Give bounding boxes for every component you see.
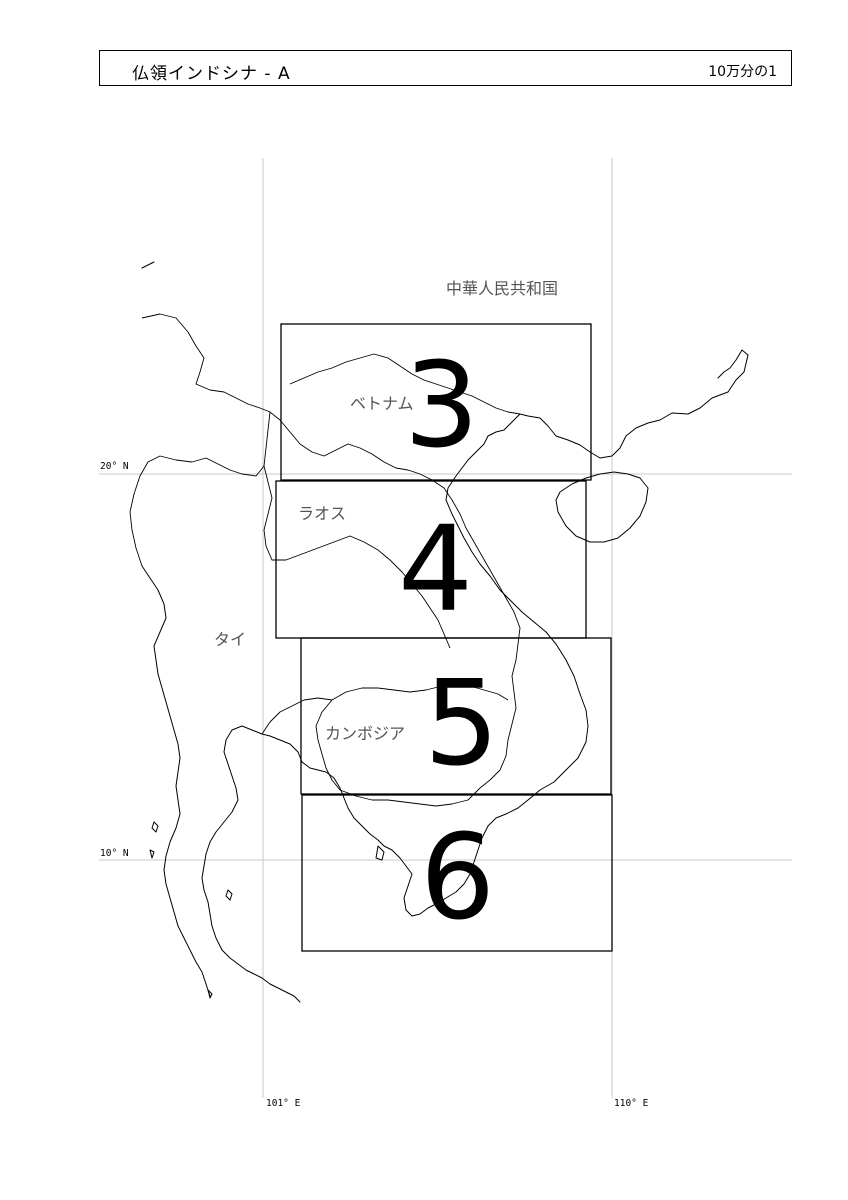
border-thailand-cambodia bbox=[261, 697, 333, 735]
coast-malay-peninsula-west bbox=[141, 565, 211, 997]
sheet-6-number: 6 bbox=[420, 808, 495, 946]
map-header: 仏領インドシナ - A 10万分の1 bbox=[99, 50, 792, 86]
coast-islet-3 bbox=[149, 849, 155, 859]
coast-islet-5 bbox=[225, 889, 233, 901]
coast-china-south bbox=[717, 349, 749, 379]
border-vietnam-laos bbox=[289, 431, 521, 789]
map-title: 仏領インドシナ - A bbox=[132, 64, 291, 84]
borders bbox=[129, 313, 521, 807]
border-vietnam-china bbox=[289, 353, 521, 415]
label-lon-110e: 110° E bbox=[614, 1098, 649, 1109]
border-cambodia-west bbox=[315, 699, 341, 791]
border-china-north bbox=[141, 313, 291, 433]
coastlines bbox=[141, 261, 749, 1003]
border-laos-thailand bbox=[263, 411, 451, 649]
sheet-5-frame[interactable] bbox=[300, 637, 612, 795]
sheet-grid bbox=[275, 323, 613, 952]
label-china: 中華人民共和国 bbox=[446, 279, 558, 298]
label-lon-101e: 101° E bbox=[266, 1098, 301, 1109]
sheet-4-number: 4 bbox=[398, 500, 473, 638]
border-cambodia-south bbox=[339, 787, 481, 807]
coast-islet-1 bbox=[141, 261, 155, 269]
coast-islet-2 bbox=[151, 821, 159, 833]
border-thailand-myanmar bbox=[129, 455, 265, 567]
sheet-6-frame[interactable] bbox=[301, 794, 613, 952]
coast-islet-4 bbox=[207, 989, 213, 999]
border-cambodia-north bbox=[331, 683, 509, 701]
coast-phu-quoc bbox=[375, 845, 385, 861]
coast-vietnam-mainland bbox=[377, 354, 749, 917]
coast-hainan bbox=[555, 471, 649, 543]
label-lat-20n: 20° N bbox=[100, 461, 129, 472]
label-vietnam: ベトナム bbox=[350, 394, 414, 413]
coast-gulf-of-thailand bbox=[201, 725, 379, 1003]
map-scale: 10万分の1 bbox=[708, 64, 777, 80]
sheet-5-number: 5 bbox=[424, 654, 499, 792]
sheet-3-number: 3 bbox=[404, 336, 479, 474]
label-laos: ラオス bbox=[298, 504, 346, 523]
sheet-3-frame[interactable] bbox=[280, 323, 592, 481]
label-lat-10n: 10° N bbox=[100, 848, 129, 859]
label-thailand: タイ bbox=[214, 630, 246, 649]
label-cambodia: カンボジア bbox=[325, 724, 405, 743]
